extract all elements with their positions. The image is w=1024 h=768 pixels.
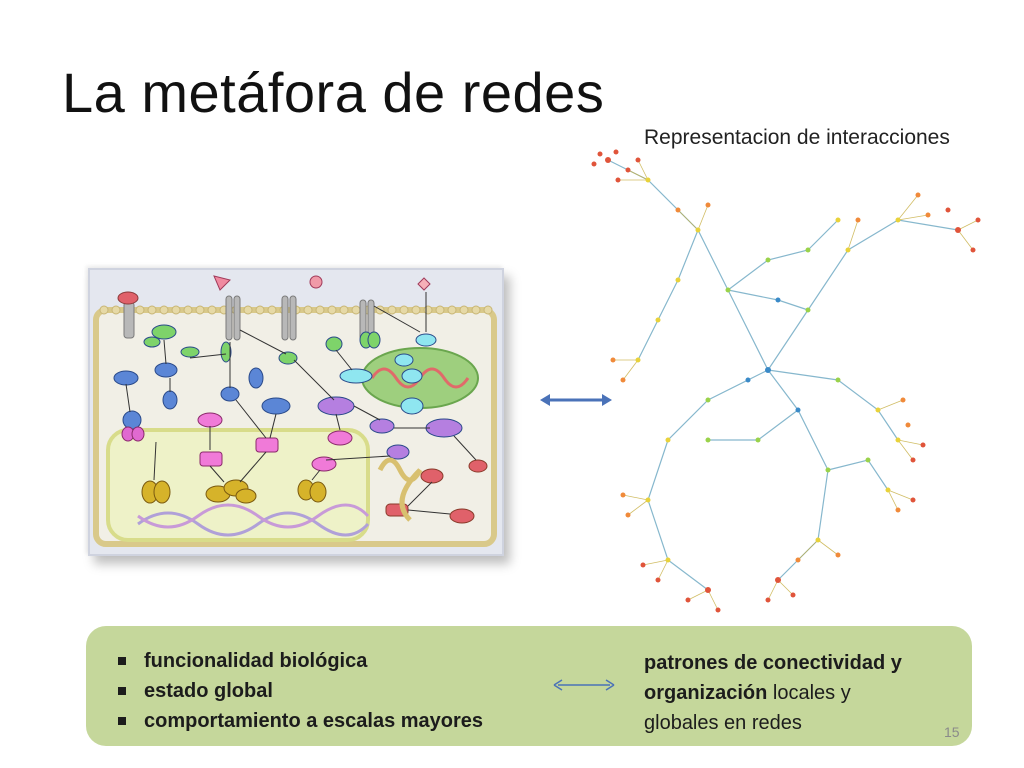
cell-pathway-illustration [93, 275, 497, 547]
slide-number: 15 [944, 724, 960, 740]
patterns-bold-line: patrones de conectividad y [644, 652, 902, 674]
double-arrow-icon [540, 394, 612, 406]
connectivity-patterns-text: patrones de conectividad y organización … [644, 648, 964, 738]
bullet-list: funcionalidad biológica estado global co… [116, 646, 483, 736]
bullet-item: funcionalidad biológica [116, 646, 483, 676]
patterns-last-line: globales en redes [644, 712, 802, 734]
double-arrow-icon [553, 679, 615, 691]
cell-pathway-figure [88, 268, 504, 556]
patterns-rest-line: locales y [767, 682, 851, 704]
summary-box: funcionalidad biológica estado global co… [86, 626, 972, 746]
network-caption: Representacion de interacciones [644, 126, 950, 149]
patterns-bold-word: organización [644, 682, 768, 704]
bullet-item: comportamiento a escalas mayores [116, 706, 483, 736]
bullet-item: estado global [116, 676, 483, 706]
interaction-network-graph [591, 149, 981, 613]
slide-title: La metáfora de redes [62, 61, 605, 124]
